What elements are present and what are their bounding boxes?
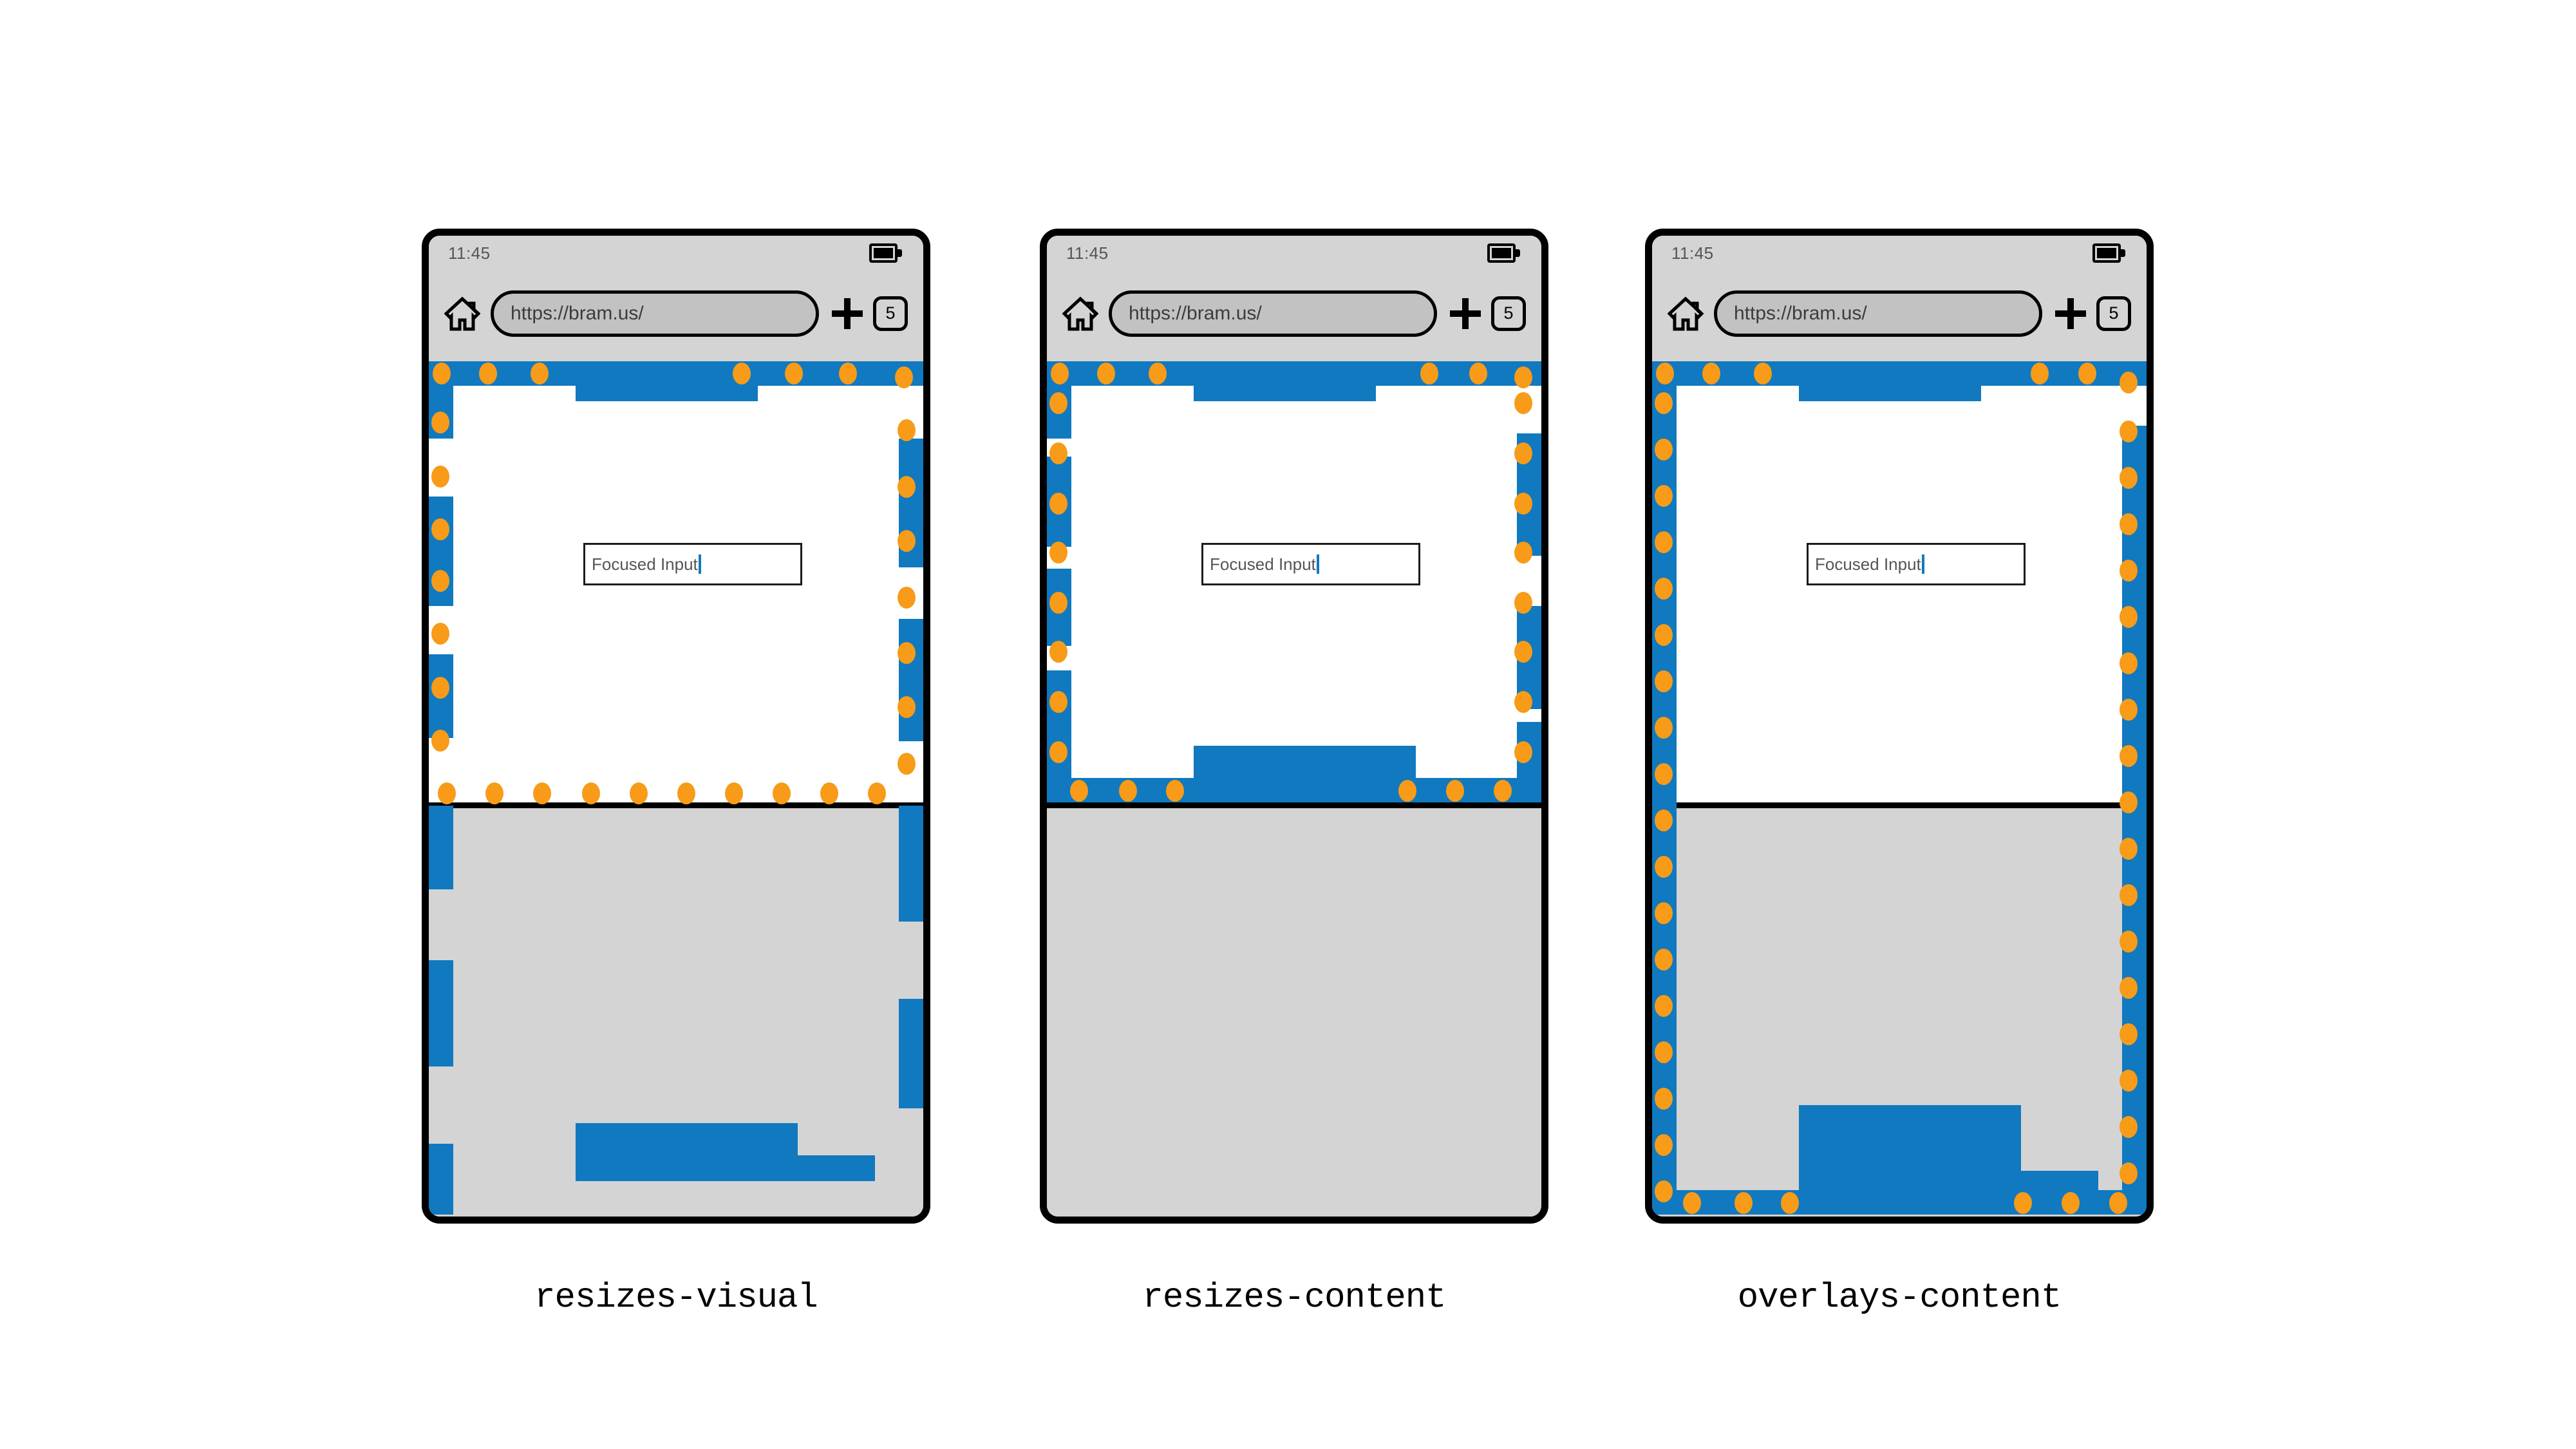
text-caret — [1921, 554, 1924, 574]
tab-count-label: 5 — [885, 303, 896, 323]
page-content-area: Focused Input — [1047, 361, 1541, 808]
viewport-stack: Focused Input — [1652, 361, 2147, 1217]
battery-full-icon — [1487, 243, 1522, 263]
panel-caption: resizes-visual — [534, 1278, 818, 1318]
focused-input-value: Focused Input — [1210, 554, 1316, 574]
tab-count-button[interactable]: 5 — [2096, 296, 2131, 331]
panel-caption: overlays-content — [1737, 1278, 2062, 1318]
battery-full-icon — [2092, 243, 2127, 263]
focused-input-value: Focused Input — [1815, 554, 1921, 574]
phone-frame: 11:45 https://bram.us/ — [422, 229, 930, 1224]
focused-input-field[interactable]: Focused Input — [583, 543, 802, 585]
status-bar: 11:45 — [1047, 236, 1541, 273]
battery-full-icon — [869, 243, 904, 263]
page-footer-block — [1799, 1105, 2021, 1195]
text-caret — [1316, 554, 1319, 574]
virtual-keyboard-area — [1652, 814, 2147, 1217]
status-time: 11:45 — [448, 243, 491, 263]
virtual-keyboard-area — [1047, 814, 1541, 1217]
phone-frame: 11:45 https://bram.us/ — [1645, 229, 2154, 1224]
plus-icon[interactable] — [2054, 297, 2087, 330]
text-caret — [698, 554, 701, 574]
page-header-block — [1799, 361, 1981, 401]
panel-resizes-content: 11:45 https://bram.us/ — [1030, 229, 1558, 1318]
tab-count-button[interactable]: 5 — [873, 296, 908, 331]
home-icon[interactable] — [444, 296, 480, 332]
browser-chrome: 11:45 https://bram.us/ — [1652, 236, 2147, 361]
page-header-block — [576, 361, 758, 401]
viewport-stack: Focused Input — [429, 361, 923, 1217]
page-content-area: Focused Input — [429, 361, 923, 808]
page-footer-block-tail — [2021, 1171, 2098, 1195]
plus-icon[interactable] — [1449, 297, 1482, 330]
viewport-stack: Focused Input — [1047, 361, 1541, 1217]
address-bar-text: https://bram.us/ — [1129, 302, 1262, 324]
status-bar: 11:45 — [1652, 236, 2147, 273]
browser-chrome: 11:45 https://bram.us/ — [1047, 236, 1541, 361]
focused-input-field[interactable]: Focused Input — [1201, 543, 1420, 585]
phone-frame: 11:45 https://bram.us/ — [1040, 229, 1548, 1224]
panel-caption: resizes-content — [1142, 1278, 1446, 1318]
browser-toolbar: https://bram.us/ 5 — [1652, 273, 2147, 354]
address-bar-text: https://bram.us/ — [511, 302, 644, 324]
address-bar[interactable]: https://bram.us/ — [1109, 290, 1437, 337]
browser-chrome: 11:45 https://bram.us/ — [429, 236, 923, 361]
panel-resizes-visual: 11:45 https://bram.us/ — [412, 229, 940, 1318]
page-footer-block-lower-tail — [798, 1155, 875, 1181]
status-bar: 11:45 — [429, 236, 923, 273]
page-header-block — [1194, 361, 1376, 401]
page-content-area: Focused Input — [1652, 361, 2147, 808]
plus-icon[interactable] — [831, 297, 864, 330]
home-icon[interactable] — [1668, 296, 1704, 332]
address-bar[interactable]: https://bram.us/ — [1714, 290, 2042, 337]
home-icon[interactable] — [1062, 296, 1098, 332]
address-bar[interactable]: https://bram.us/ — [491, 290, 819, 337]
focused-input-field[interactable]: Focused Input — [1807, 543, 2026, 585]
address-bar-text: https://bram.us/ — [1734, 302, 1867, 324]
browser-toolbar: https://bram.us/ 5 — [429, 273, 923, 354]
status-time: 11:45 — [1671, 243, 1714, 263]
tab-count-label: 5 — [1503, 303, 1514, 323]
status-time: 11:45 — [1066, 243, 1109, 263]
tab-count-button[interactable]: 5 — [1491, 296, 1526, 331]
page-footer-block — [1194, 746, 1416, 802]
panel-overlays-content: 11:45 https://bram.us/ — [1635, 229, 2163, 1318]
focused-input-value: Focused Input — [592, 554, 698, 574]
virtual-keyboard-area — [429, 814, 923, 1217]
page-footer-block-lower — [576, 1123, 798, 1181]
tab-count-label: 5 — [2109, 303, 2119, 323]
browser-toolbar: https://bram.us/ 5 — [1047, 273, 1541, 354]
